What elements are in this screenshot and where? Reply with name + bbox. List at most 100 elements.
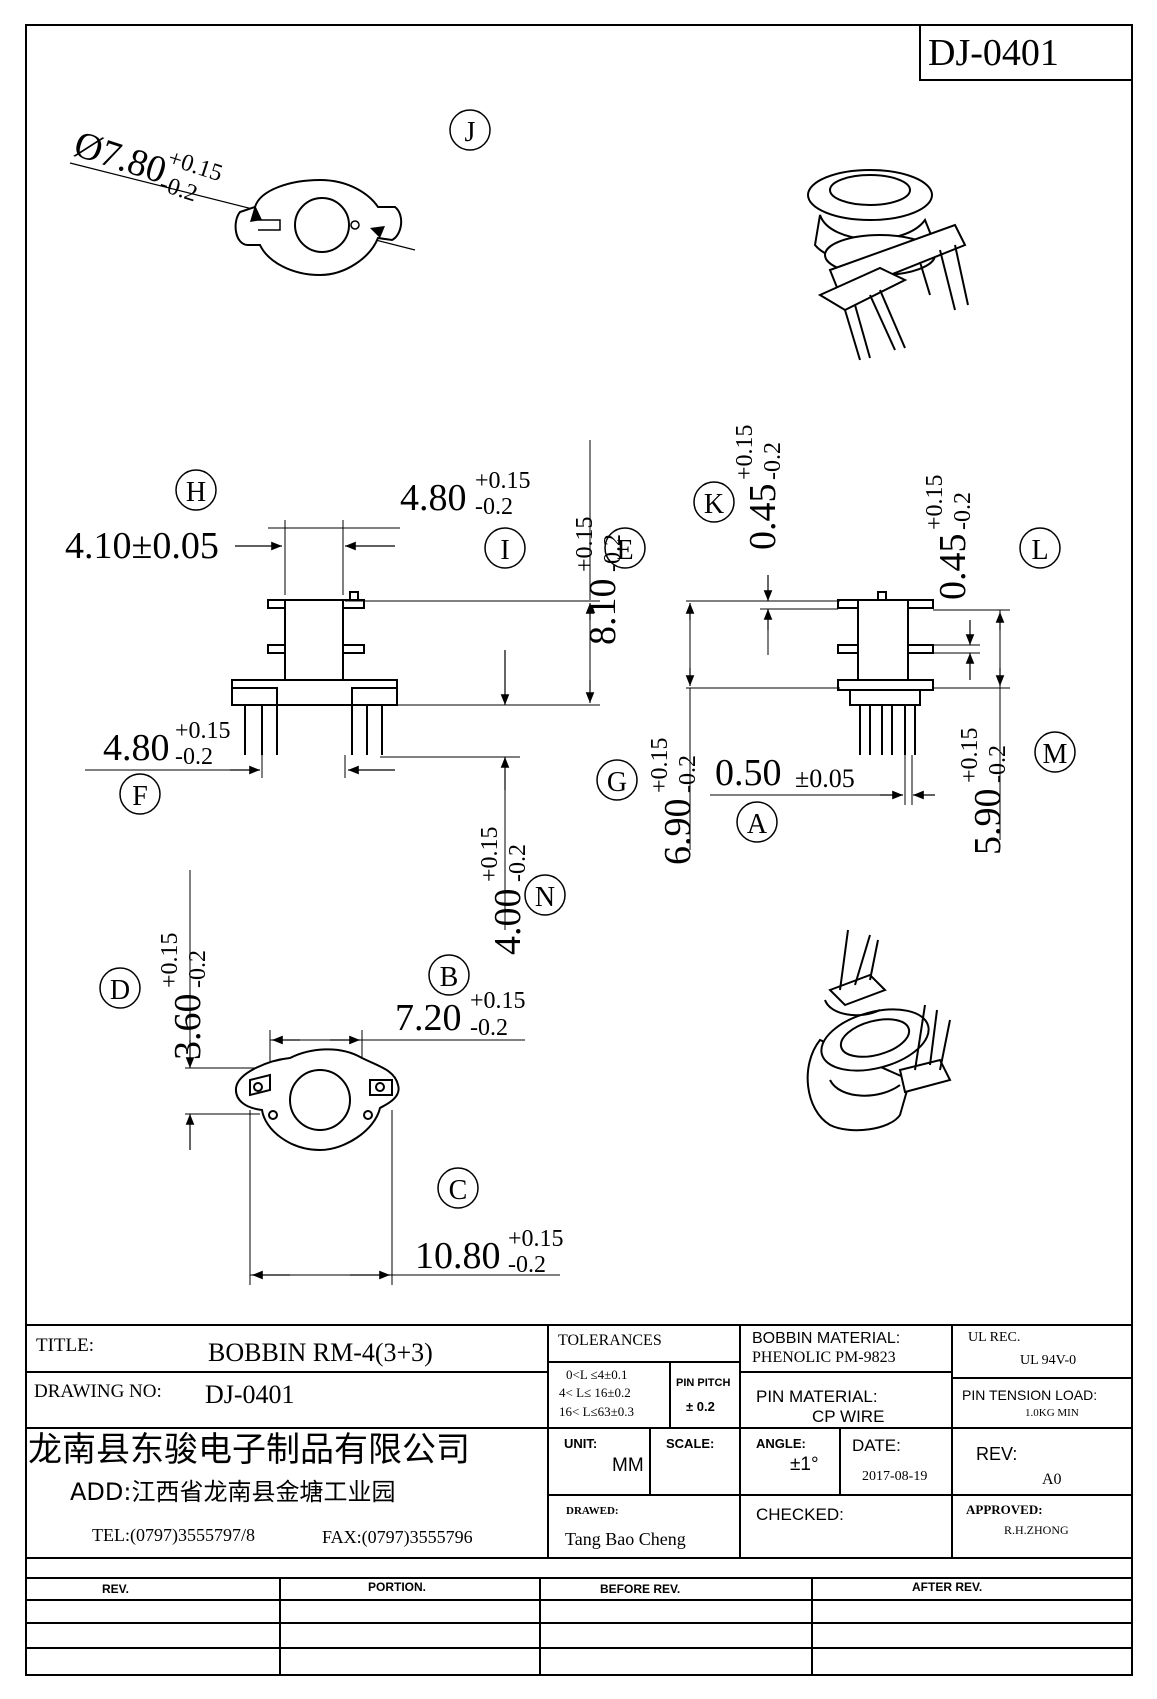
svg-text:±0.05: ±0.05 (795, 764, 855, 793)
svg-text:+0.15: +0.15 (475, 468, 531, 494)
top-view: J Ø7.80 +0.15 -0.2 (69, 109, 491, 277)
tolerance-line-3: 16< L≤63±0.3 (559, 1404, 635, 1419)
svg-text:10.80: 10.80 (415, 1235, 501, 1277)
company-fax: FAX:(0797)3555796 (322, 1527, 473, 1547)
label-M (1034, 731, 1076, 773)
dim-H-text: 4.10±0.05 (65, 525, 219, 567)
svg-text:-0.2: -0.2 (505, 844, 531, 882)
pin-pitch-label: PIN PITCH (676, 1377, 731, 1389)
svg-text:K: K (704, 489, 724, 520)
svg-text:-0.2: -0.2 (950, 492, 976, 530)
dim-B: 7.20 +0.15 -0.2 (395, 988, 526, 1041)
scale-label: SCALE: (666, 1436, 715, 1451)
label-E (604, 527, 646, 569)
tolerances-label: TOLERANCES (558, 1332, 662, 1349)
svg-text:-0.2: -0.2 (475, 494, 513, 520)
side-view: K 0.45 +0.15 -0.2 L 0.45 +0.15 -0.2 G (596, 424, 1076, 865)
label-B (428, 954, 470, 996)
rev-label: REV: (976, 1444, 1018, 1464)
title-block-lines (26, 1324, 1132, 1675)
bottom-view-outline (234, 1048, 400, 1152)
svg-text:A: A (747, 809, 768, 840)
date-label: DATE: (852, 1436, 901, 1455)
svg-text:-0.2: -0.2 (185, 950, 211, 988)
svg-text:+0.15: +0.15 (477, 826, 503, 882)
svg-text:-0.2: -0.2 (985, 745, 1011, 783)
bobbin-material-label: BOBBIN MATERIAL: (752, 1330, 901, 1347)
label-C (437, 1167, 479, 1209)
svg-text:H: H (186, 477, 206, 508)
isometric-view-lower (806, 929, 952, 1132)
svg-text:L: L (1031, 535, 1048, 566)
svg-text:5.90: 5.90 (967, 789, 1009, 856)
front-view: H 4.10±0.05 4.80 +0.15 -0.2 I (65, 440, 646, 956)
svg-text:+0.15: +0.15 (508, 1226, 564, 1252)
date-value: 2017-08-19 (862, 1469, 928, 1484)
svg-text:B: B (440, 962, 459, 993)
svg-text:0.45: 0.45 (932, 534, 974, 601)
approved-value: R.H.ZHONG (1004, 1523, 1069, 1537)
dim-C: 10.80 +0.15 -0.2 (415, 1226, 564, 1278)
svg-text:-0.2: -0.2 (760, 442, 786, 480)
svg-text:+0.15: +0.15 (647, 737, 673, 793)
dim-F: 4.80 +0.15 -0.2 (103, 718, 231, 770)
label-A (736, 801, 778, 843)
svg-text:-0.2: -0.2 (675, 755, 701, 793)
dim-D: 3.60 +0.15 -0.2 (157, 932, 211, 1060)
label-D (99, 967, 141, 1009)
title-label: TITLE: (36, 1335, 95, 1356)
ul-rec-label: UL REC. (968, 1330, 1021, 1345)
company-name: 龙南县东骏电子制品有限公司 (28, 1430, 470, 1470)
svg-text:+0.15: +0.15 (922, 474, 948, 530)
approved-label: APPROVED: (966, 1502, 1043, 1517)
pin-material-value: CP WIRE (812, 1407, 885, 1426)
title-value: BOBBIN RM-4(3+3) (208, 1338, 433, 1367)
svg-text:N: N (535, 882, 555, 913)
drawing-number-box (919, 24, 1133, 81)
label-N (524, 874, 566, 916)
label-G (596, 759, 638, 801)
svg-text:-0.2: -0.2 (470, 1015, 508, 1041)
svg-text:-0.2: -0.2 (175, 744, 213, 770)
drawing-no-label: DRAWING NO: (34, 1381, 162, 1402)
svg-text:4.00: 4.00 (487, 889, 529, 956)
dim-E: 8.10 +0.15 -0.2 (572, 516, 626, 645)
angle-label: ANGLE: (756, 1436, 806, 1451)
label-K (693, 481, 735, 523)
checked-label: CHECKED: (756, 1505, 844, 1524)
pin-pitch-value: ± 0.2 (686, 1399, 715, 1414)
bottom-view: D 3.60 +0.15 -0.2 B 7.20 +0.15 -0.2 (99, 870, 564, 1285)
svg-text:0.50: 0.50 (715, 752, 782, 794)
angle-value: ±1° (790, 1454, 819, 1475)
label-J (449, 109, 491, 151)
svg-text:3.60: 3.60 (167, 994, 209, 1061)
pin-material-label: PIN MATERIAL: (756, 1387, 878, 1406)
svg-text:-0.2: -0.2 (508, 1252, 546, 1278)
front-view-body (231, 591, 398, 755)
company-address: ADD:江西省龙南县金塘工业园 (70, 1478, 396, 1506)
svg-text:G: G (607, 767, 627, 798)
drawing-border (25, 24, 1133, 1676)
isometric-view-upper (807, 169, 969, 361)
svg-text:E: E (616, 535, 633, 566)
svg-text:+0.15: +0.15 (175, 718, 231, 744)
svg-text:+0.15: +0.15 (470, 988, 526, 1014)
label-H (175, 469, 217, 511)
svg-text:7.20: 7.20 (395, 997, 462, 1039)
svg-text:-0.2: -0.2 (600, 534, 626, 572)
rev-column-header: REV. (102, 1582, 129, 1596)
svg-text:D: D (110, 975, 130, 1006)
after-rev-column-header: AFTER REV. (912, 1580, 983, 1594)
svg-text:4.80: 4.80 (103, 727, 170, 769)
dim-G: 6.90 +0.15 -0.2 (647, 737, 701, 865)
svg-text:8.10: 8.10 (582, 579, 624, 646)
svg-text:I: I (500, 535, 509, 566)
label-L (1019, 527, 1061, 569)
dim-I: 4.80 +0.15 -0.2 (400, 468, 531, 520)
drawing-number-text: DJ-0401 (928, 32, 1059, 74)
svg-text:F: F (132, 781, 148, 812)
unit-label: UNIT: (564, 1436, 598, 1451)
svg-text:0.45: 0.45 (742, 484, 784, 551)
dim-M: 5.90 +0.15 -0.2 (957, 727, 1011, 855)
label-F (119, 773, 161, 815)
